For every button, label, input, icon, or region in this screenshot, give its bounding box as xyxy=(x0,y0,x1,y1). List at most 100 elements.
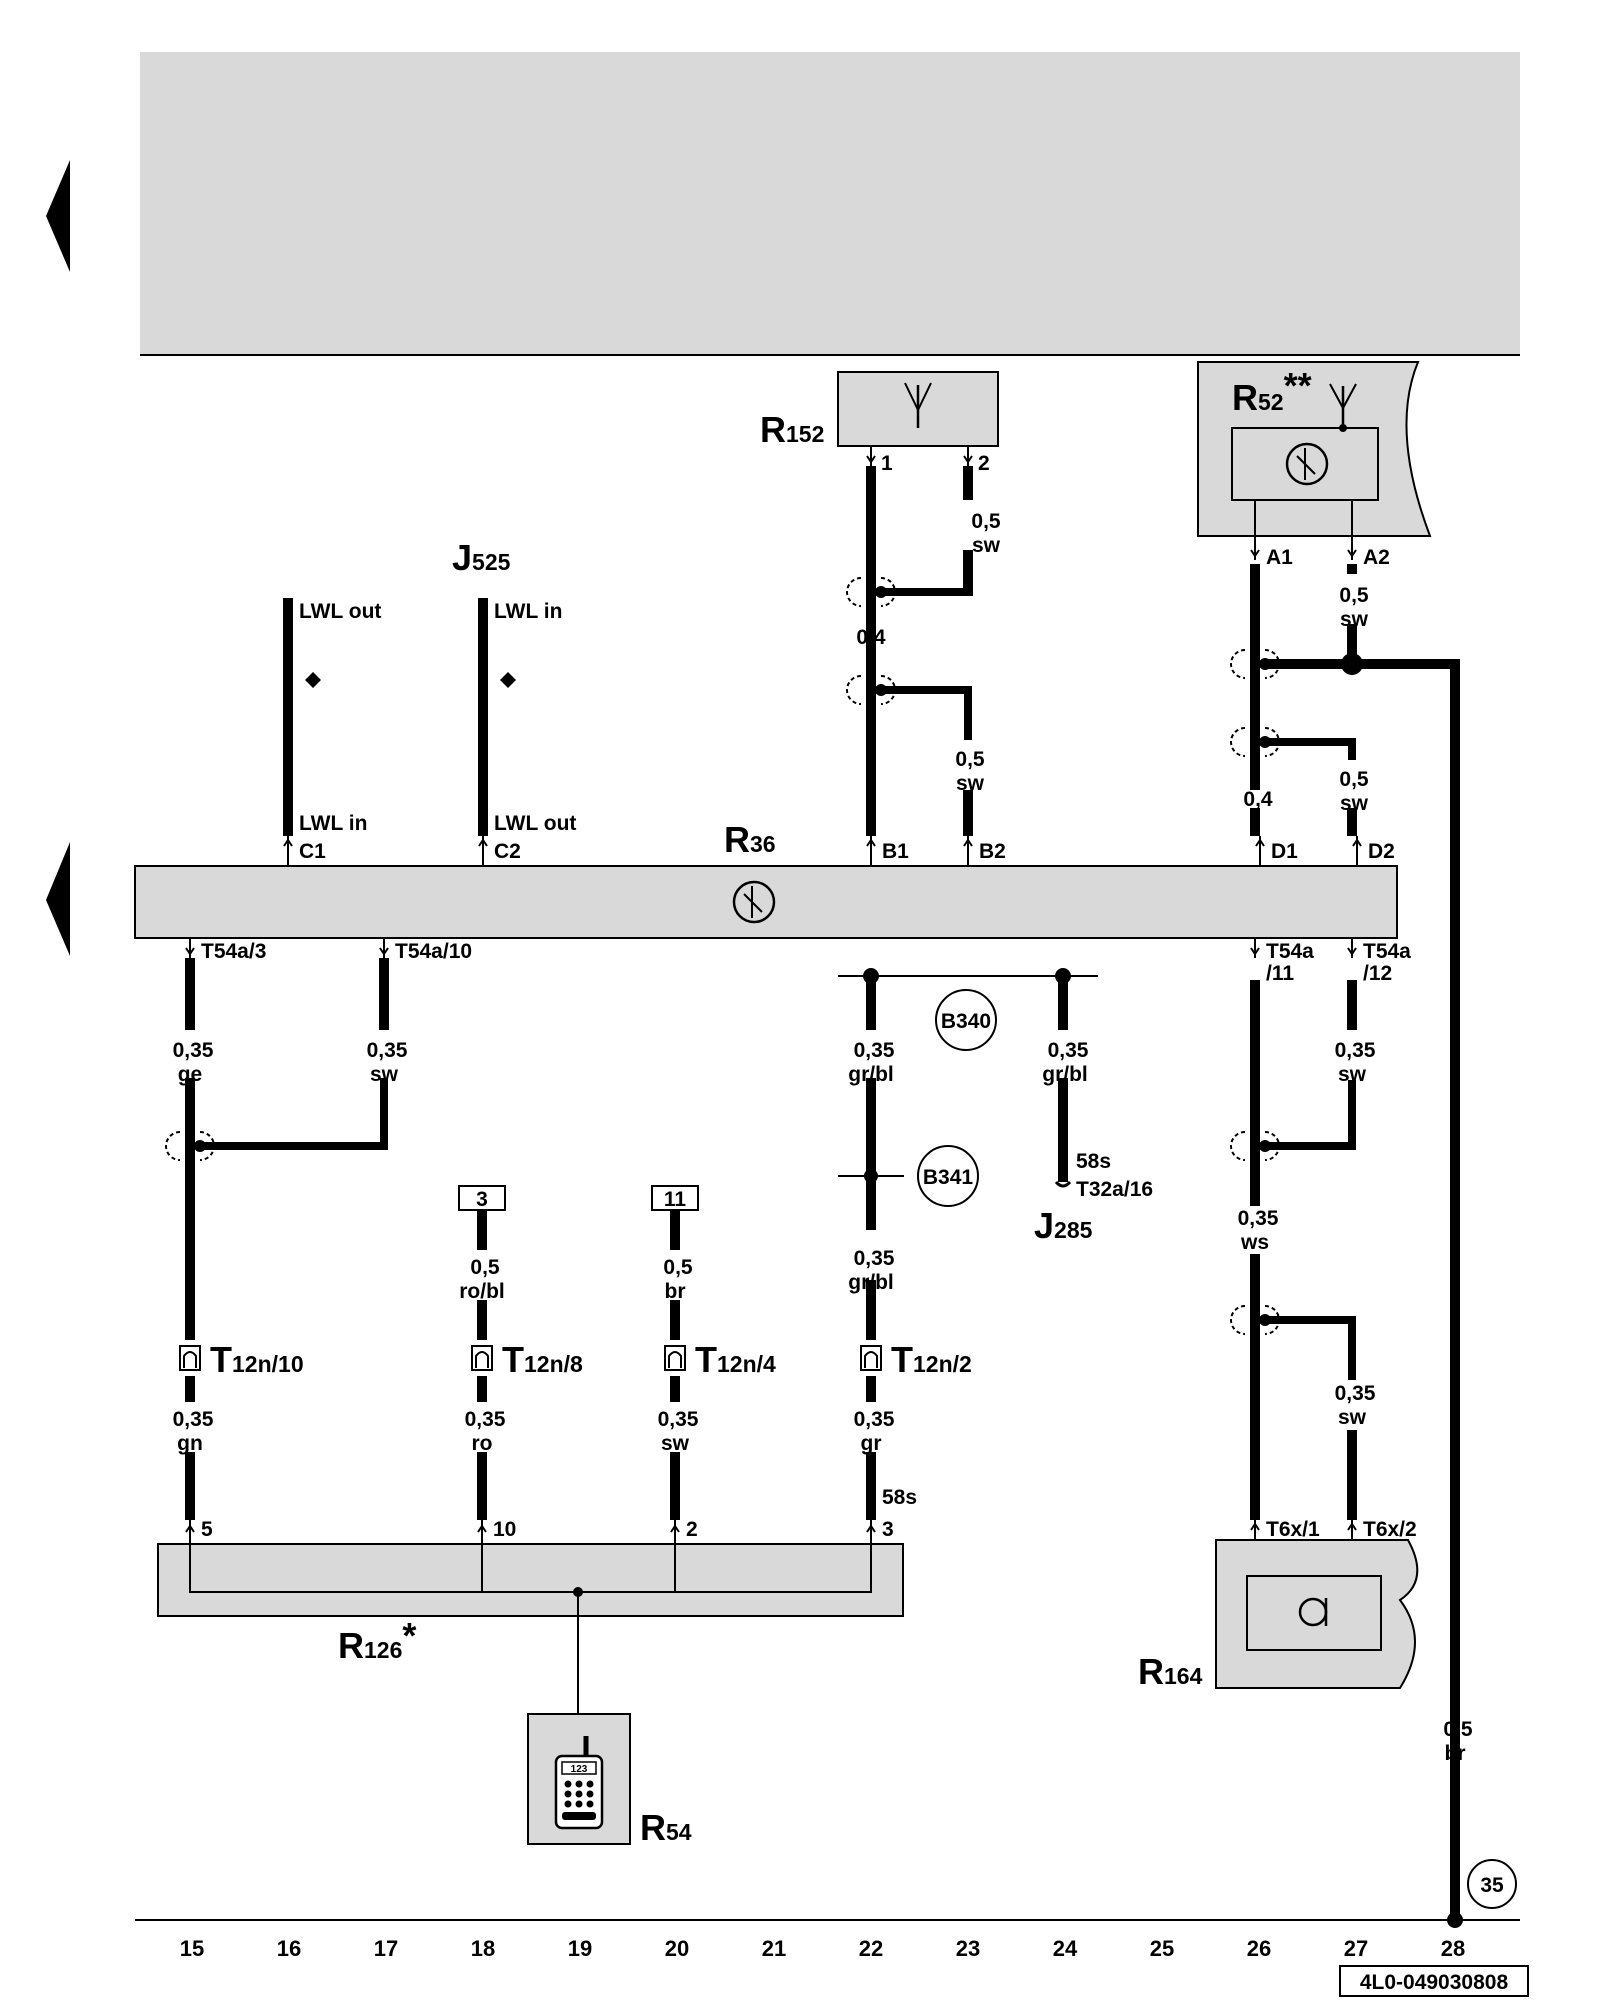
r164-pin1-arrow xyxy=(1250,1522,1260,1531)
r164-label: R164 xyxy=(1138,1651,1203,1692)
wire-t54a10-color: sw xyxy=(370,1063,399,1086)
r152-label: R152 xyxy=(760,409,824,450)
t12n4-label: T12n/4 xyxy=(695,1339,776,1380)
r126-bus xyxy=(189,1544,872,1593)
wire-b2-color: sw xyxy=(956,772,985,795)
lwl-in-top: LWL in xyxy=(494,600,562,623)
wire-ref11-size: 0,5 xyxy=(663,1256,693,1279)
r52-antenna-icon xyxy=(1329,383,1357,432)
shield-arc-2 xyxy=(846,675,896,705)
wire-3-color: gr xyxy=(861,1432,882,1455)
wire-d1-size: 0,4 xyxy=(1243,788,1273,811)
shield-dot-7 xyxy=(1259,1314,1271,1326)
ground-ref-circle[interactable] xyxy=(1467,1859,1517,1909)
header-panel xyxy=(140,52,1520,355)
r126-top-pins xyxy=(185,1520,876,1544)
pin-t54a11-a: T54a xyxy=(1266,940,1314,963)
wire-ws-color: ws xyxy=(1240,1231,1269,1254)
r52-a2-arrow xyxy=(1347,549,1357,558)
fiber-diamond-icon-2 xyxy=(500,672,516,688)
pin-r126-2: 2 xyxy=(686,1518,698,1541)
wire-r152-2-size: 0,5 xyxy=(971,510,1001,533)
wire-ref3-size: 0,5 xyxy=(470,1256,500,1279)
pin-d2: D2 xyxy=(1368,840,1395,863)
shield-4 xyxy=(1265,738,1356,760)
wire-b340l-color: gr/bl xyxy=(848,1063,894,1086)
r164-pin2-arrow xyxy=(1347,1522,1357,1531)
shield-arc-3 xyxy=(1230,649,1280,679)
r126-label: R126* xyxy=(338,1615,416,1666)
wire-t54a3-size: 0,35 xyxy=(173,1039,214,1062)
shield-arc-1 xyxy=(846,577,896,607)
page-prev-arrow-icon-2[interactable] xyxy=(46,842,70,956)
j525-label: J525 xyxy=(452,537,511,578)
wire-b1-size: 0,4 xyxy=(856,626,886,649)
pin-a1: A1 xyxy=(1266,546,1293,569)
b340-label: B340 xyxy=(941,1010,991,1033)
wire-gnd-color: br xyxy=(1445,1742,1466,1765)
wire-3-size: 0,35 xyxy=(854,1408,895,1431)
ref-box-11[interactable] xyxy=(651,1185,699,1211)
pin-r126-3: 3 xyxy=(882,1518,894,1541)
r52-a1-arrow xyxy=(1250,549,1260,558)
wire-b340r-size: 0,35 xyxy=(1048,1039,1089,1062)
b340-circle xyxy=(935,989,997,1051)
pin-t54a10: T54a/10 xyxy=(395,940,472,963)
col-21: 21 xyxy=(762,1936,786,1961)
pin-r126-10: 10 xyxy=(493,1518,516,1541)
shield-arc-4 xyxy=(1230,727,1280,757)
pin-t6x2: T6x/2 xyxy=(1363,1518,1417,1541)
shield-dot-5 xyxy=(194,1140,206,1152)
pin-d1: D1 xyxy=(1271,840,1298,863)
j285-pin: T32a/16 xyxy=(1076,1178,1153,1201)
shield-dot-4 xyxy=(1259,736,1271,748)
shield-arc-5 xyxy=(165,1131,215,1161)
wire-ref11-color: br xyxy=(665,1280,686,1303)
wire-ref3-color: ro/bl xyxy=(459,1280,505,1303)
pin-t54a12-b: /12 xyxy=(1363,962,1392,985)
wire-t54a12-size: 0,35 xyxy=(1335,1039,1376,1062)
r36-label: R36 xyxy=(724,819,776,860)
r36-unit xyxy=(134,865,1398,939)
shield-1 xyxy=(880,588,972,596)
r36-symbol-icon xyxy=(732,880,776,924)
wire-t6x2-size: 0,35 xyxy=(1335,1382,1376,1405)
wire-r152-2-color: sw xyxy=(972,534,1001,557)
wire-5-color: gn xyxy=(177,1432,203,1455)
wire-ground xyxy=(1265,659,1460,1920)
j285-label: J285 xyxy=(1034,1205,1093,1246)
wire-t54a12-color: sw xyxy=(1338,1063,1367,1086)
wire-t54a3-color: ge xyxy=(178,1063,203,1086)
col-19: 19 xyxy=(568,1936,592,1961)
keypad-display: 123 xyxy=(571,1764,588,1775)
wire-a2-color: sw xyxy=(1340,608,1369,631)
wire-10-color: ro xyxy=(472,1432,493,1455)
wire-d2-color: sw xyxy=(1340,792,1369,815)
shield-dot-2 xyxy=(875,684,887,696)
shield-dot-3 xyxy=(1259,658,1271,670)
wire-b341-size: 0,35 xyxy=(854,1247,895,1270)
pin-r126-5: 5 xyxy=(201,1518,213,1541)
b341-label: B341 xyxy=(923,1166,974,1189)
pin-c1: C1 xyxy=(299,840,326,863)
pin-r152-2: 2 xyxy=(978,452,990,475)
pin-t54a11-b: /11 xyxy=(1266,962,1294,985)
t12n8-label: T12n/8 xyxy=(502,1339,583,1380)
wire-b341-color: gr/bl xyxy=(848,1271,894,1294)
col-24: 24 xyxy=(1053,1936,1078,1961)
b341-circle xyxy=(917,1145,979,1207)
pin-t54a12-a: T54a xyxy=(1363,940,1411,963)
j285-58s: 58s xyxy=(1076,1150,1111,1173)
pin-r152-1: 1 xyxy=(881,452,893,475)
shield-2 xyxy=(880,686,972,740)
wire-5-size: 0,35 xyxy=(173,1408,214,1431)
col-22: 22 xyxy=(859,1936,883,1961)
antenna-icon xyxy=(904,382,932,428)
page-prev-arrow-icon[interactable] xyxy=(46,160,70,272)
wire-gnd-size: 0,5 xyxy=(1443,1718,1473,1741)
shield-dot-1 xyxy=(875,586,887,598)
pin-b2: B2 xyxy=(979,840,1006,863)
phone-handset-icon: 123 xyxy=(554,1736,604,1830)
shield-7 xyxy=(1265,1316,1356,1380)
